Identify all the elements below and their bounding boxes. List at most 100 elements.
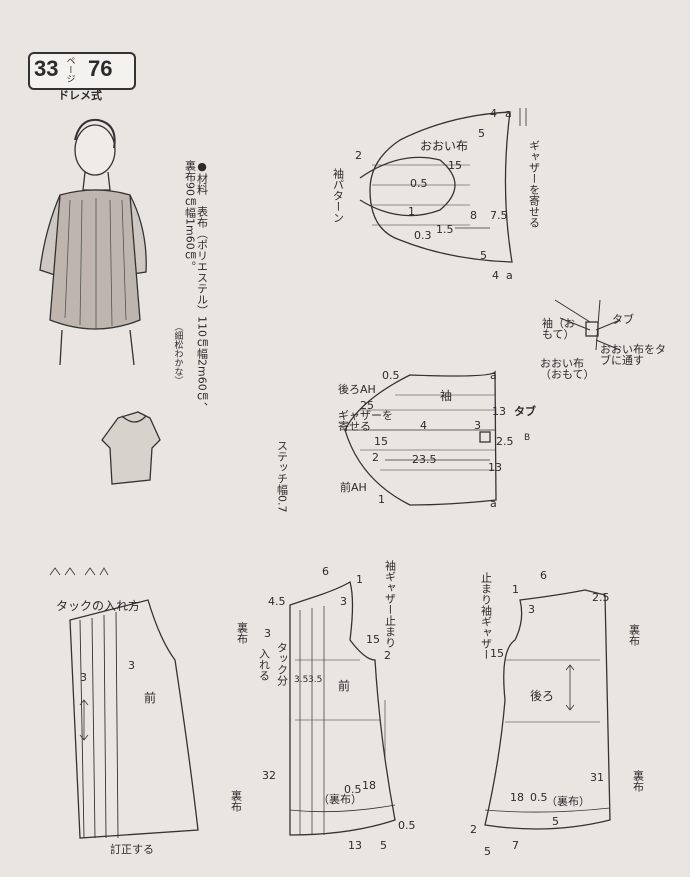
m-1: 1 xyxy=(356,573,363,586)
m-ab: a xyxy=(490,497,497,510)
m-ab: a xyxy=(506,269,513,282)
m-1.5: 1.5 xyxy=(436,223,454,236)
m-1: 1 xyxy=(512,583,519,596)
m-3b: 3 xyxy=(80,671,87,684)
m-0.5b: 0.5 xyxy=(398,819,416,832)
m-7: 7 xyxy=(512,839,519,852)
page-reference-badge xyxy=(28,52,136,90)
m-3b: 3 xyxy=(340,595,347,608)
m-13: 13 xyxy=(348,839,362,852)
m-0.5: 0.5 xyxy=(344,783,362,796)
back-sleeve-gather-stop: 止まり袖ギャザー xyxy=(479,572,493,660)
m-2: 2 xyxy=(372,451,379,464)
front-lining-top: 裏布 xyxy=(235,622,249,644)
designer-credit: （細松わかな） xyxy=(172,322,183,385)
m-3.5: 3.5 xyxy=(294,675,309,685)
sleeve-cover-pattern xyxy=(359,108,527,263)
m-2.5: 2.5 xyxy=(592,591,610,604)
m-a: a xyxy=(490,369,497,382)
sleeve-pattern-label: 袖パターン xyxy=(331,168,345,223)
m-1: 1 xyxy=(408,205,415,218)
m-3: 3 xyxy=(528,603,535,616)
back-bodice-pattern xyxy=(484,589,611,830)
tuck-insert: 入れる xyxy=(257,648,271,681)
materials-lining: 裏布90㎝幅1m60㎝。 xyxy=(183,160,197,272)
m-5b: 5 xyxy=(480,249,487,262)
page-label: ページ xyxy=(64,56,75,83)
m-3.5b: 3.5 xyxy=(308,675,323,685)
gather-label: ギャザーを寄せる xyxy=(527,140,541,228)
m-5b: 5 xyxy=(552,815,559,828)
m-a: a xyxy=(505,107,512,120)
m-3: 3 xyxy=(264,627,271,640)
sleeve-title: 袖 xyxy=(440,389,453,403)
sleeve-tab-label: タブ xyxy=(514,405,536,418)
m-2: 2 xyxy=(355,149,362,162)
m-15: 15 xyxy=(448,159,462,172)
front-lining-hem: （裏布） xyxy=(318,793,362,806)
m-32: 32 xyxy=(262,769,276,782)
connect-note: おおい布をタブに通す xyxy=(600,343,666,367)
m-5: 5 xyxy=(478,127,485,140)
m-25: 25 xyxy=(360,399,374,412)
m-15: 15 xyxy=(366,633,380,646)
tuck-detail-title: タックの入れ方 xyxy=(56,599,141,613)
m-2: 2 xyxy=(384,649,391,662)
m-6: 6 xyxy=(540,569,547,582)
m-15: 15 xyxy=(490,647,504,660)
tuck-allowance: タック分 xyxy=(275,642,289,686)
correct-note: 訂正する xyxy=(110,843,154,856)
m-13: 13 xyxy=(492,405,506,418)
sleeve-front-label: 袖（おもて） xyxy=(542,317,575,341)
m-2: 2 xyxy=(470,823,477,836)
pattern-method: ドレメ式 xyxy=(58,89,102,102)
tab-label: タブ xyxy=(612,313,634,326)
m-b: B xyxy=(524,433,531,443)
model-illustration xyxy=(39,118,147,366)
m-31: 31 xyxy=(590,771,604,784)
m-0.5: 0.5 xyxy=(530,791,548,804)
back-title: 後ろ xyxy=(530,689,555,703)
m-18: 18 xyxy=(510,791,524,804)
m-15: 15 xyxy=(374,435,388,448)
design-number: 33 xyxy=(34,56,59,81)
m-4: 4 xyxy=(490,107,497,120)
back-armhole-label: 後ろAH xyxy=(338,383,376,396)
tab-illustration xyxy=(554,299,621,351)
page-number: 76 xyxy=(88,56,113,81)
m-4: 4 xyxy=(420,419,427,432)
flat-sketch xyxy=(101,411,161,485)
back-lining-bottom: 裏布 xyxy=(631,770,645,792)
front-sleeve-gather-stop: 袖ギャザー止まり xyxy=(383,560,397,648)
m-23.5: 23.5 xyxy=(412,453,437,466)
m-5: 5 xyxy=(484,845,491,858)
m-0.3: 0.3 xyxy=(414,229,432,242)
m-2.5: 2.5 xyxy=(496,435,514,448)
tuck-front-label: 前 xyxy=(144,691,157,705)
back-lining-hem: （裏布） xyxy=(546,795,590,808)
m-4b: 4 xyxy=(492,269,499,282)
m-13b: 13 xyxy=(488,461,502,474)
m-3: 3 xyxy=(128,659,135,672)
back-lining-top: 裏布 xyxy=(627,624,641,646)
m-5: 5 xyxy=(380,839,387,852)
m-7.5: 7.5 xyxy=(490,209,508,222)
m-6: 6 xyxy=(322,565,329,578)
stitch-width-label: ステッチ幅0.7 xyxy=(275,440,289,513)
m-8: 8 xyxy=(470,209,477,222)
sleeve-cover-title: おおい布 xyxy=(420,139,469,153)
front-lining-bottom: 裏布 xyxy=(229,790,243,812)
front-bodice-pattern xyxy=(289,581,396,836)
cover-front-label: おおい布（おもて） xyxy=(540,357,595,381)
sleeve-gather-label: ギャザーを寄せる xyxy=(338,409,393,433)
front-armhole-label: 前AH xyxy=(340,481,367,494)
m-1: 1 xyxy=(378,493,385,506)
m-3: 3 xyxy=(474,419,481,432)
m-0.5: 0.5 xyxy=(382,369,400,382)
front-title: 前 xyxy=(338,679,351,693)
m-18: 18 xyxy=(362,779,376,792)
sleeve-pattern xyxy=(344,370,497,506)
tuck-detail-pattern xyxy=(49,567,199,839)
